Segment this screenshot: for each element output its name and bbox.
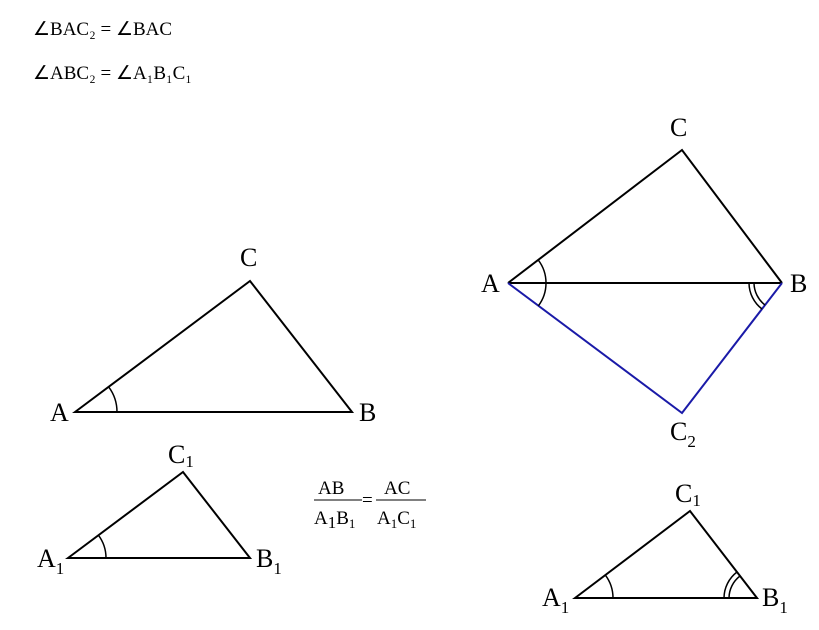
triangle-a1b1c1-right: A1 C1 B1: [542, 479, 788, 617]
label-c2: C2: [670, 417, 696, 451]
ratio-numerator-2: AC: [384, 478, 410, 499]
label-c1: C1: [168, 440, 194, 471]
angle-equation-2: ∠ABC₂ = ∠A₁B₁C₁: [33, 63, 192, 84]
angle-arc-bac2: [537, 282, 547, 307]
angle-arc-a: [107, 386, 118, 413]
angle-arc-abc2-inner: [753, 282, 766, 306]
construction-figure: C A B C2: [481, 113, 807, 451]
triangle-a1b1c1-right-shape: [572, 509, 760, 599]
ratio-numerator-1: AB: [318, 478, 344, 499]
ratio-equals: =: [362, 490, 373, 511]
triangle-a1b1c1-left: A1 C1 B1: [37, 440, 282, 578]
triangle-abc-shape: [71, 279, 355, 413]
triangle-a1b1c1-left-shape: [64, 470, 253, 559]
angle-equation-1: ∠BAC₂ = ∠BAC: [33, 19, 172, 40]
angle-arc-abc2-outer: [748, 282, 763, 310]
label-b-right: B: [790, 269, 807, 298]
label-b: B: [359, 398, 376, 427]
angle-arc-b1-outer: [723, 571, 738, 599]
triangle-abc: A C B: [50, 243, 376, 427]
label-a1: A1: [37, 544, 64, 578]
label-c1-right: C1: [675, 479, 701, 510]
ratio-equation: AB A1B1 = AC A1C1: [314, 478, 426, 532]
angle-arc-a1: [97, 534, 107, 559]
angle-arc-b1-inner: [728, 575, 741, 599]
label-c-right: C: [670, 113, 687, 142]
angle-arc-bac: [537, 259, 547, 284]
label-c: C: [240, 243, 257, 272]
ratio-denominator-1: A1B1: [314, 508, 355, 532]
label-b1: B1: [256, 544, 282, 578]
sides-ac-cb: [507, 148, 783, 284]
label-b1-right: B1: [762, 583, 788, 617]
sides-ac2-c2b: [507, 282, 783, 415]
label-a1-right: A1: [542, 583, 569, 617]
angle-arc-a1-right: [604, 574, 614, 599]
label-a: A: [50, 398, 69, 427]
label-a-right: A: [481, 269, 500, 298]
ratio-denominator-2: A1C1: [377, 508, 416, 531]
